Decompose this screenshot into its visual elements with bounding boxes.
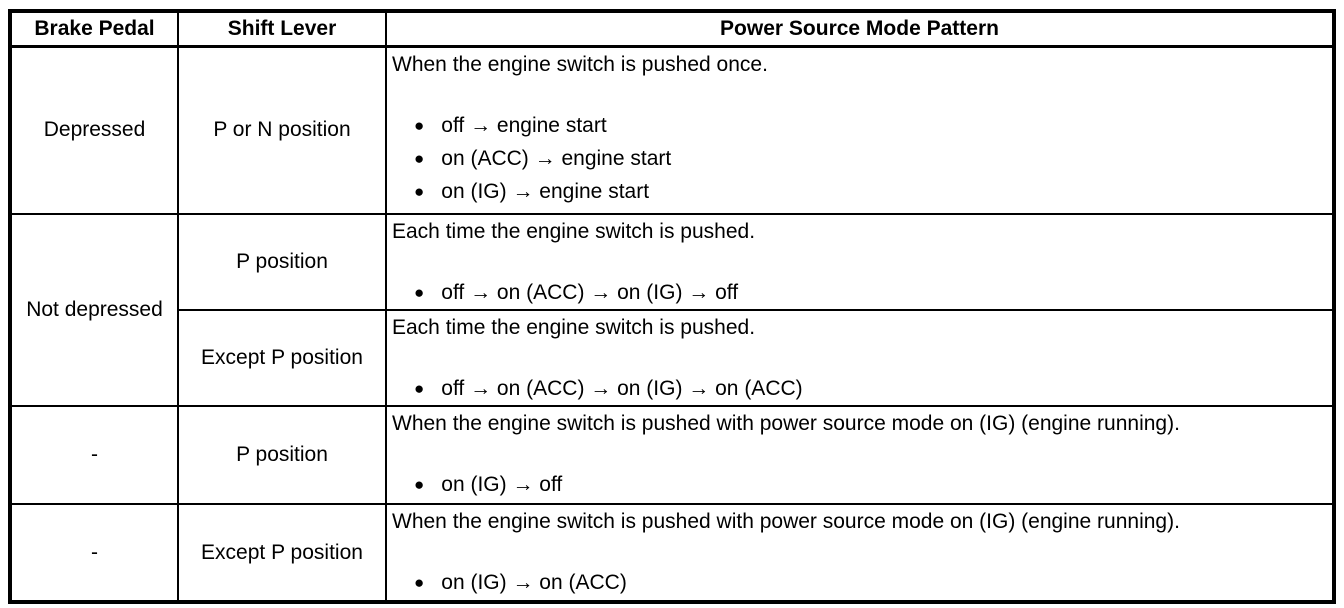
bullet-icon: ● [414, 181, 425, 201]
pattern-step-list: ● off → on (ACC) → on (IG) → off [392, 276, 1328, 308]
pattern-cell: When the engine switch is pushed with po… [385, 503, 1335, 603]
header-row: Brake Pedal Shift Lever Power Source Mod… [9, 10, 1335, 48]
pattern-cell: When the engine switch is pushed once. ●… [385, 45, 1335, 215]
pattern-step-list: ● on (IG) → on (ACC) [392, 566, 1328, 599]
pattern-step-text: off → engine start [441, 113, 607, 137]
shift-lever-cell: P or N position [177, 45, 387, 215]
pattern-step: ● on (ACC) → engine start [414, 142, 1328, 175]
bullet-icon: ● [414, 115, 425, 135]
pattern-step-text: on (IG) → on (ACC) [441, 571, 627, 594]
pattern-description: When the engine switch is pushed once. [392, 52, 768, 76]
pattern-step: ● on (IG) → off [414, 468, 1328, 501]
bullet-icon: ● [414, 573, 425, 592]
brake-pedal-cell: - [9, 405, 179, 505]
pattern-cell: Each time the engine switch is pushed. ●… [385, 213, 1335, 311]
pattern-step: ● on (IG) → engine start [414, 175, 1328, 208]
pattern-step: ● on (IG) → on (ACC) [414, 566, 1328, 599]
pattern-step: ● off → engine start [414, 109, 1328, 142]
pattern-step-list: ● off → on (ACC) → on (IG) → on (ACC) [392, 372, 1328, 404]
pattern-step-text: off → on (ACC) → on (IG) → off [441, 281, 739, 304]
pattern-step-text: on (IG) → off [441, 473, 563, 496]
brake-pedal-cell: Depressed [9, 45, 179, 215]
pattern-description: When the engine switch is pushed with po… [392, 412, 1180, 435]
pattern-step-list: ● off → engine start ● on (ACC) → engine… [392, 109, 1328, 208]
pattern-cell: Each time the engine switch is pushed. ●… [385, 309, 1335, 407]
power-source-mode-table: Brake Pedal Shift Lever Power Source Mod… [8, 9, 1336, 604]
pattern-description: When the engine switch is pushed with po… [392, 510, 1180, 533]
col-header-brake-pedal: Brake Pedal [9, 10, 179, 48]
col-header-shift-lever: Shift Lever [177, 10, 387, 48]
shift-lever-cell: P position [177, 213, 387, 311]
shift-lever-cell: Except P position [177, 309, 387, 407]
bullet-icon: ● [414, 283, 425, 302]
pattern-description: Each time the engine switch is pushed. [392, 316, 756, 339]
shift-lever-cell: Except P position [177, 503, 387, 603]
table-row-not-depressed-except-p: Except P position Each time the engine s… [10, 309, 1335, 407]
pattern-cell: When the engine switch is pushed with po… [385, 405, 1335, 505]
pattern-step: ● off → on (ACC) → on (IG) → on (ACC) [414, 372, 1328, 404]
bullet-icon: ● [414, 475, 425, 494]
table-row-depressed: Depressed P or N position When the engin… [9, 45, 1335, 215]
table-row-dash-p: - P position When the engine switch is p… [9, 405, 1335, 505]
pattern-step-text: on (ACC) → engine start [441, 146, 672, 170]
shift-lever-cell: P position [177, 405, 387, 505]
pattern-step-text: on (IG) → engine start [441, 179, 650, 203]
bullet-icon: ● [414, 148, 425, 168]
bullet-icon: ● [414, 379, 425, 398]
table-row-dash-except-p: - Except P position When the engine swit… [9, 503, 1335, 603]
col-header-pattern: Power Source Mode Pattern [385, 10, 1335, 48]
brake-pedal-cell: Not depressed [9, 213, 179, 407]
pattern-description: Each time the engine switch is pushed. [392, 220, 756, 243]
pattern-step-list: ● on (IG) → off [392, 468, 1328, 501]
table-row-not-depressed-p: Not depressed P position Each time the e… [9, 213, 1335, 407]
pattern-step: ● off → on (ACC) → on (IG) → off [414, 276, 1328, 308]
brake-pedal-cell: - [9, 503, 179, 603]
pattern-step-text: off → on (ACC) → on (IG) → on (ACC) [441, 377, 803, 400]
